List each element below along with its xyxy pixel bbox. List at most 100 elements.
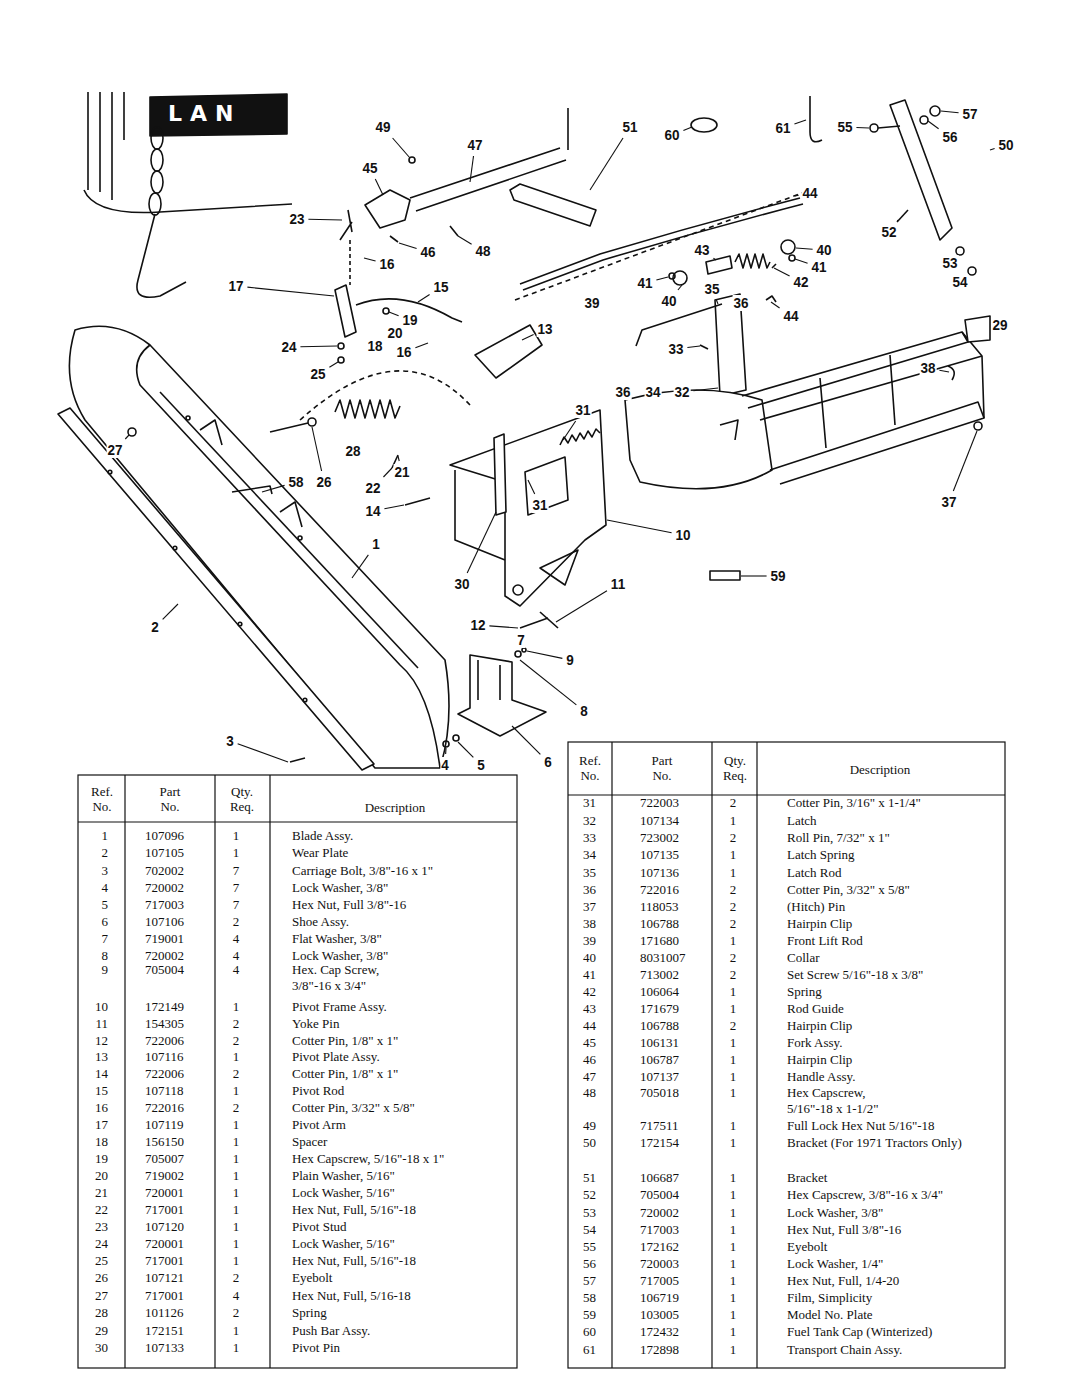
table-cell: 172162 — [640, 1239, 679, 1255]
table-cell: 1 — [233, 1340, 240, 1356]
table-cell: 720001 — [145, 1236, 184, 1252]
table-cell: 172154 — [640, 1135, 679, 1151]
table-cell: 2 — [730, 899, 737, 915]
table-cell: Collar — [787, 950, 1002, 966]
table-cell: 1 — [730, 813, 737, 829]
table-cell: 154305 — [145, 1016, 184, 1032]
callout-number: 41 — [811, 259, 828, 275]
table-cell: 17 — [95, 1117, 108, 1133]
table-cell: 1 — [233, 1151, 240, 1167]
table-cell: 4 — [233, 1288, 240, 1304]
table-cell: 107119 — [145, 1117, 184, 1133]
table-cell: Spacer — [292, 1134, 512, 1150]
callout-number: 1 — [371, 536, 380, 552]
leader-line — [713, 258, 716, 260]
callout-number: 43 — [694, 242, 711, 258]
table-cell: 5 — [102, 897, 109, 913]
table-cell: 107133 — [145, 1340, 184, 1356]
table-cell: 172149 — [145, 999, 184, 1015]
table-cell: 6 — [102, 914, 109, 930]
table-cell: 2 — [233, 1066, 240, 1082]
callout-number: 58 — [288, 474, 305, 490]
leader-line — [262, 485, 285, 492]
table-cell: Hairpin Clip — [787, 916, 1002, 932]
table-cell: 722016 — [145, 1100, 184, 1116]
table-cell: 106131 — [640, 1035, 679, 1051]
callout-number: 19 — [402, 312, 419, 328]
table-cell: 702002 — [145, 863, 184, 879]
table-cell: 717001 — [145, 1288, 184, 1304]
table-cell: 38 — [583, 916, 596, 932]
table-cell: 1 — [233, 1185, 240, 1201]
table-cell: 7 — [233, 880, 240, 896]
table-cell: Pivot Stud — [292, 1219, 512, 1235]
table-cell: 23 — [95, 1219, 108, 1235]
table-cell: 2 — [730, 967, 737, 983]
callout-number: 3 — [225, 733, 234, 749]
leader-line — [512, 726, 540, 754]
table-cell: Hex Capscrew, 5/16"-18 x 1" — [292, 1151, 512, 1167]
callout-number: 40 — [816, 242, 833, 258]
table-cell: Hairpin Clip — [787, 1052, 1002, 1068]
table-cell: Film, Simplicity — [787, 1290, 1002, 1306]
table-cell: 107118 — [145, 1083, 184, 1099]
table-cell: 4 — [102, 880, 109, 896]
table-header: Part No. — [642, 753, 682, 783]
leader-line — [238, 744, 288, 762]
table-cell: 1 — [730, 1324, 737, 1340]
table-cell: 54 — [583, 1222, 596, 1238]
table-cell: Pivot Frame Assy. — [292, 999, 512, 1015]
table-cell: 61 — [583, 1342, 596, 1358]
table-cell: 40 — [583, 950, 596, 966]
table-cell: 720003 — [640, 1256, 679, 1272]
table-cell: Roll Pin, 7/32" x 1" — [787, 830, 1002, 846]
table-cell: 1 — [730, 1052, 737, 1068]
leader-line — [795, 195, 799, 197]
table-cell: 18 — [95, 1134, 108, 1150]
table-cell: 107120 — [145, 1219, 184, 1235]
callout-number: 56 — [942, 129, 959, 145]
table-cell: 717001 — [145, 1202, 184, 1218]
leader-line — [458, 236, 472, 244]
leader-line — [795, 259, 808, 263]
table-cell: Wear Plate — [292, 845, 512, 861]
table-cell: (Hitch) Pin — [787, 899, 1002, 915]
callout-number: 21 — [394, 464, 411, 480]
table-cell: Push Bar Assy. — [292, 1323, 512, 1339]
table-cell: Cotter Pin, 3/16" x 1-1/4" — [787, 795, 1002, 811]
table-cell: 26 — [95, 1270, 108, 1286]
callout-number: 20 — [387, 325, 404, 341]
table-cell: 172432 — [640, 1324, 679, 1340]
callout-number: 9 — [565, 652, 574, 668]
leader-line — [897, 220, 899, 221]
table-cell: 20 — [95, 1168, 108, 1184]
callout-number: 33 — [668, 341, 685, 357]
leader-line — [352, 555, 368, 578]
table-cell: 717511 — [640, 1118, 679, 1134]
callout-number: 13 — [537, 321, 554, 337]
table-cell: 1 — [233, 1049, 240, 1065]
table-cell: 60 — [583, 1324, 596, 1340]
leader-line — [771, 302, 780, 308]
table-cell: Cotter Pin, 3/32" x 5/8" — [787, 882, 1002, 898]
callout-number: 59 — [770, 568, 787, 584]
leader-line — [953, 431, 977, 491]
table-cell: 1 — [233, 1236, 240, 1252]
table-cell: 1 — [233, 1134, 240, 1150]
table-cell: Bracket — [787, 1170, 1002, 1186]
callout-number: 41 — [637, 275, 654, 291]
table-cell: 9 — [102, 962, 109, 978]
table-cell: 1 — [730, 1170, 737, 1186]
callout-number: 16 — [379, 256, 396, 272]
table-cell: 107105 — [145, 845, 184, 861]
leader-line — [125, 435, 129, 439]
callout-number: 34 — [645, 384, 662, 400]
table-cell: Pivot Arm — [292, 1117, 512, 1133]
callout-number: 6 — [543, 754, 552, 770]
table-cell: 722006 — [145, 1033, 184, 1049]
table-cell: 107135 — [640, 847, 679, 863]
table-cell: 107121 — [145, 1270, 184, 1286]
table-cell: Fuel Tank Cap (Winterized) — [787, 1324, 1002, 1340]
table-cell: Hex Capscrew, 5/16"-18 x 1-1/2" — [787, 1085, 905, 1117]
